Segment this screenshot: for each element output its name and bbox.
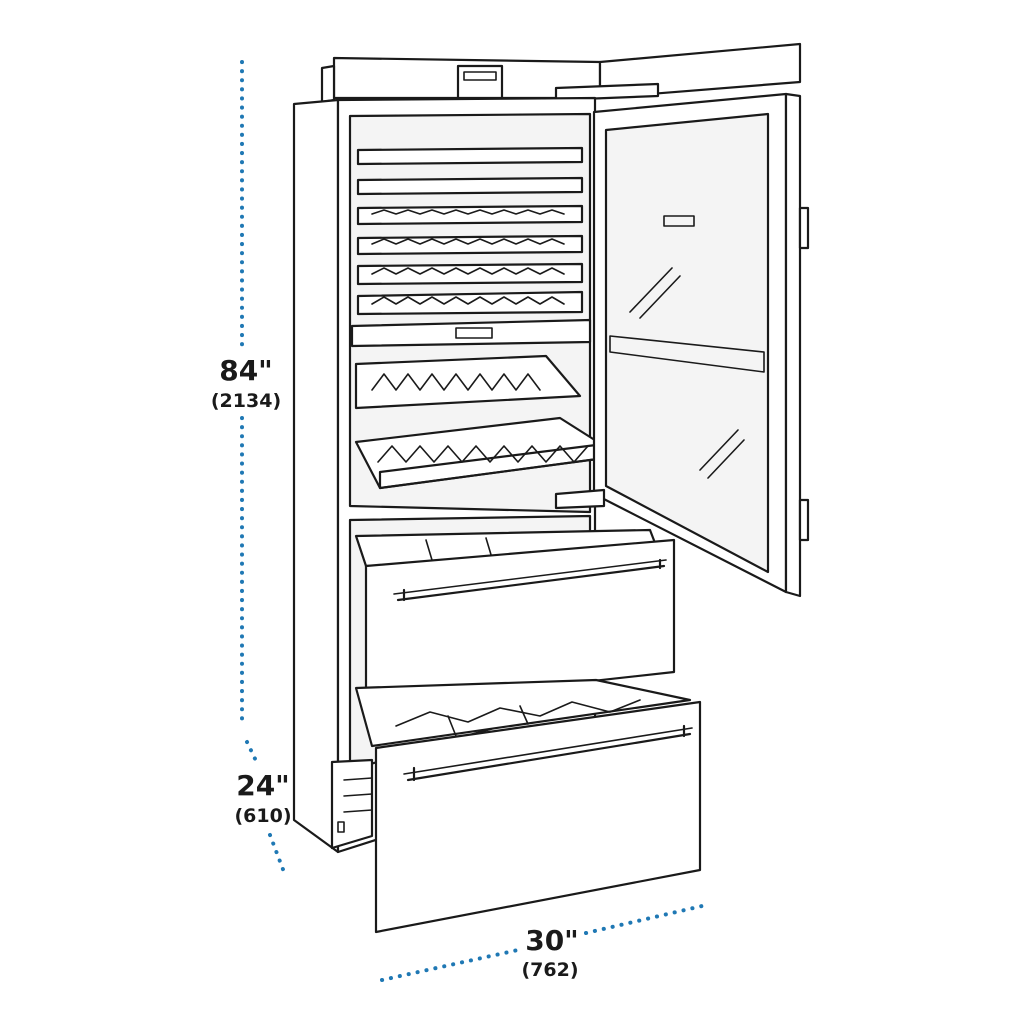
wine-rack-1 [356, 146, 584, 166]
width-dimension: 30" (762) [380, 904, 704, 982]
door-hinge-top [798, 206, 810, 250]
wine-racks [350, 146, 622, 490]
wine-rack-4 [356, 234, 584, 256]
width-value: 30" [525, 924, 579, 957]
width-metric: (762) [521, 959, 578, 981]
door-outer-edge [784, 92, 802, 598]
zone-divider [350, 318, 592, 348]
wine-rack-2 [356, 176, 584, 196]
lower-drawer [354, 678, 702, 934]
wine-rack-5 [356, 262, 584, 286]
upper-drawer [354, 528, 676, 708]
wine-rack-3 [356, 204, 584, 226]
lower-drawer-handle[interactable] [406, 724, 692, 782]
width-dotted-line-right [584, 904, 704, 935]
depth-dotted-line-bottom [268, 833, 286, 874]
divider-control-panel [455, 327, 493, 339]
wine-rack-7 [354, 354, 582, 410]
height-value: 84" [219, 354, 273, 387]
height-metric: (2134) [211, 390, 281, 412]
refrigerator-illustration [292, 42, 810, 934]
top-grille [320, 42, 802, 104]
depth-dimension: 24" (610) [234, 740, 292, 874]
upper-drawer-front [364, 538, 676, 708]
door-hinge-bottom [798, 498, 810, 542]
toe-kick [330, 758, 374, 850]
lower-drawer-front [374, 700, 702, 934]
door-badge [663, 215, 695, 227]
depth-dotted-line-top [245, 740, 260, 767]
height-dimension: 84" (2134) [211, 60, 281, 724]
depth-metric: (610) [234, 805, 291, 827]
glass-door [554, 92, 810, 598]
door-bottom-hinge-bracket [554, 488, 606, 510]
cabinet-side-panel [292, 98, 340, 854]
width-dotted-line-left [380, 948, 520, 982]
depth-value: 24" [236, 769, 290, 802]
